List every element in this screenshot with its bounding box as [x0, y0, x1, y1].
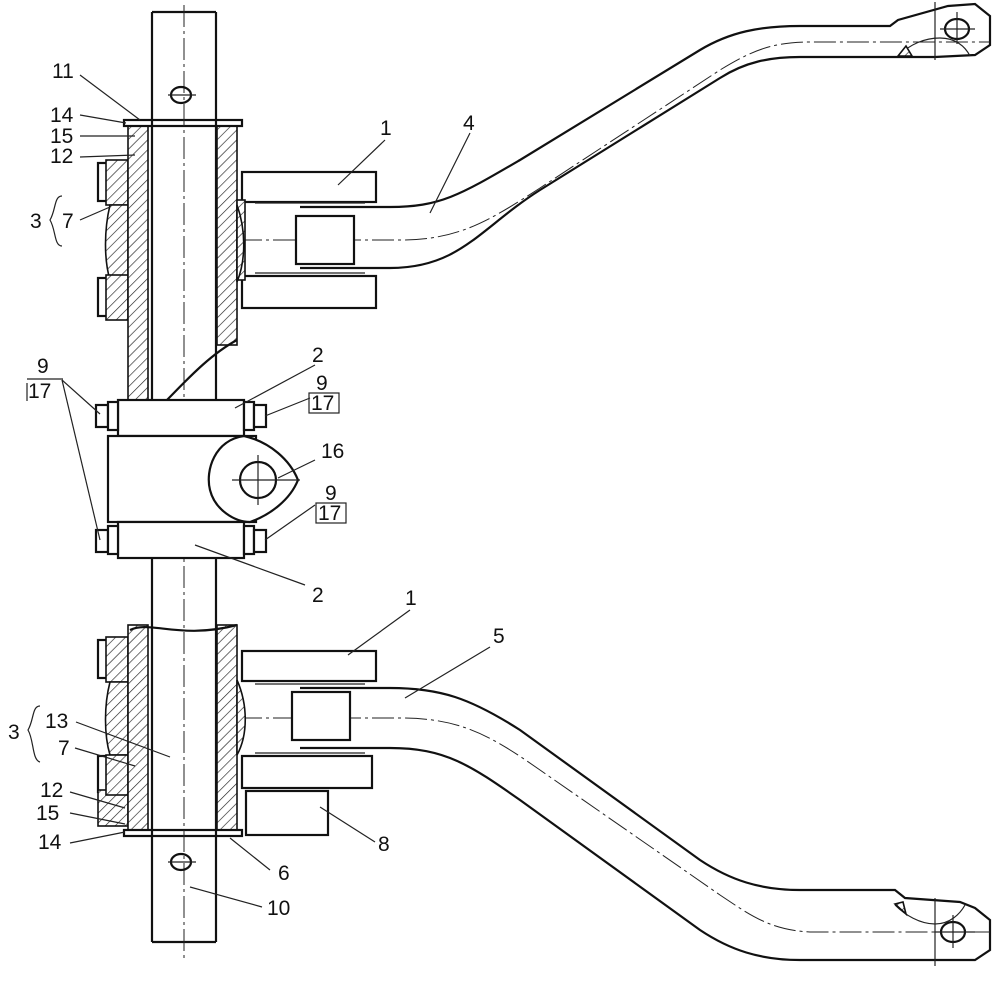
callout-4: 4	[463, 112, 475, 135]
brace-top	[49, 195, 63, 247]
callout-10: 10	[267, 897, 290, 920]
callout-15-top: 15	[50, 125, 73, 148]
callout-6: 6	[278, 862, 290, 885]
callout-5: 5	[493, 625, 505, 648]
callout-12-top: 12	[50, 145, 73, 168]
callout-13: 13	[45, 710, 68, 733]
upper-arm	[240, 2, 992, 270]
callout-9-right-bot: 9	[325, 482, 337, 505]
callout-2-top: 2	[312, 344, 324, 367]
clamp	[94, 398, 300, 560]
callout-17-right-bot: 17	[318, 502, 341, 525]
leader-lines	[61, 74, 491, 908]
callout-3-top: 3	[30, 210, 42, 233]
callout-17-left: 17	[28, 380, 51, 403]
callout-16: 16	[321, 440, 344, 463]
brace-bottom	[27, 705, 41, 763]
lower-arm	[240, 686, 992, 966]
lower-plates	[240, 649, 378, 837]
callout-8: 8	[378, 833, 390, 856]
callout-7-bot: 7	[58, 737, 70, 760]
callout-14-top: 14	[50, 104, 74, 127]
upper-plates	[240, 170, 378, 310]
callout-9-left: 9	[37, 355, 49, 378]
callout-1-bot: 1	[405, 587, 417, 610]
callout-labels: 11 14 15 12 3 7 1 4 2 9 17 9 17 16 9 17 …	[8, 60, 505, 920]
callout-12-bot: 12	[40, 779, 63, 802]
callout-1-top: 1	[380, 117, 392, 140]
callout-15-bot: 15	[36, 802, 59, 825]
left-blocks	[96, 159, 129, 827]
callout-9-right-top: 9	[316, 372, 328, 395]
callout-11: 11	[52, 60, 74, 83]
callout-3-bot: 3	[8, 721, 20, 744]
callout-17-right-top: 17	[311, 392, 334, 415]
callout-14-bot: 14	[38, 831, 62, 854]
callout-2-bot: 2	[312, 584, 324, 607]
callout-7-top: 7	[62, 210, 74, 233]
